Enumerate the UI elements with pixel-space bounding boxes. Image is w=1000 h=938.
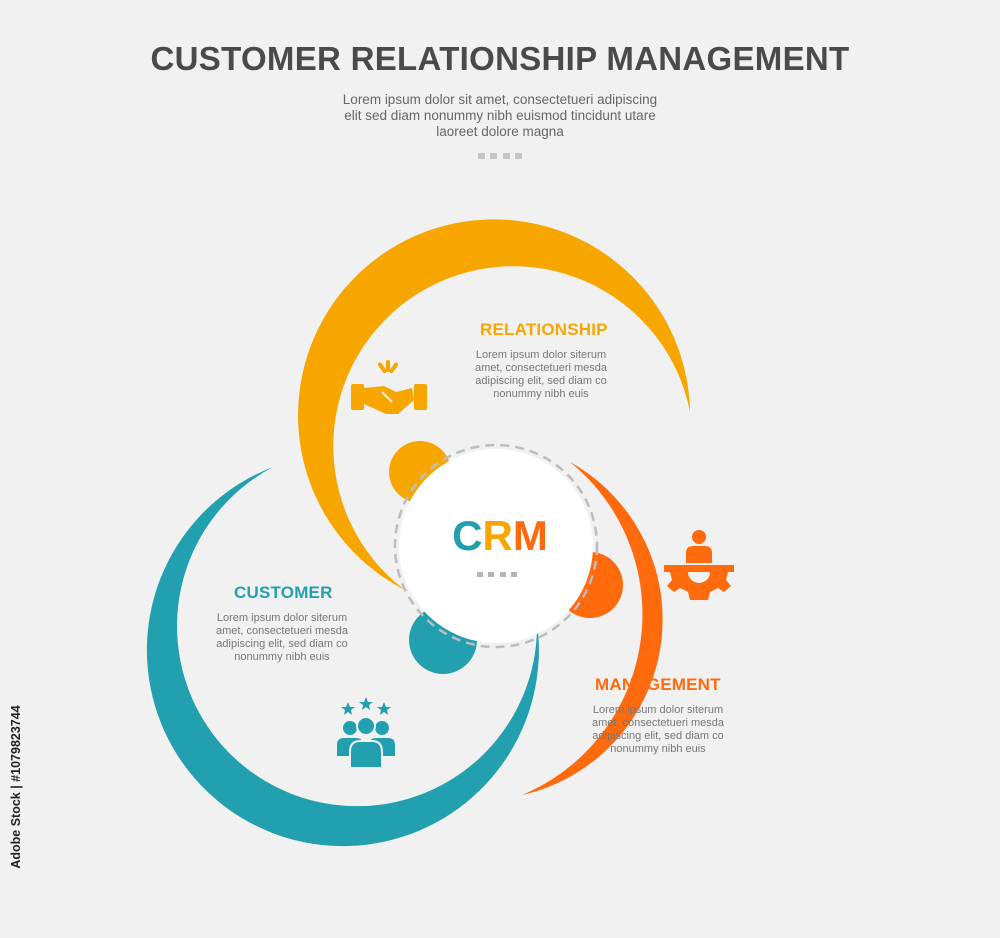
relationship-body-line: nonummy nibh euis bbox=[493, 388, 589, 400]
customer-body-line: nonummy nibh euis bbox=[234, 651, 330, 663]
customer-group-icon bbox=[337, 697, 395, 769]
customer-body-line: Lorem ipsum dolor siterum bbox=[216, 612, 348, 624]
relationship-body-line: adipiscing elit, sed diam co bbox=[475, 375, 607, 387]
management-title: MANAGEMENT bbox=[595, 675, 721, 694]
customer-body-line: amet, consectetueri mesda bbox=[215, 625, 349, 637]
crm-center-label: CRM bbox=[440, 512, 560, 560]
center-dashed-ring bbox=[393, 443, 599, 649]
management-body: Lorem ipsum dolor siterum amet, consecte… bbox=[583, 704, 733, 756]
relationship-body-line: amet, consectetueri mesda bbox=[474, 362, 608, 374]
relationship-body: Lorem ipsum dolor siterum amet, consecte… bbox=[466, 349, 616, 401]
manager-gear-icon bbox=[664, 530, 734, 600]
management-body-line: nonummy nibh euis bbox=[610, 743, 706, 755]
crm-letter-m: M bbox=[512, 512, 548, 559]
customer-title: CUSTOMER bbox=[234, 583, 333, 602]
customer-body-line: adipiscing elit, sed diam co bbox=[216, 638, 348, 650]
stock-watermark-text: Adobe Stock | #1079823744 bbox=[9, 705, 23, 869]
management-body-line: Lorem ipsum dolor siterum bbox=[592, 704, 724, 716]
handshake-icon bbox=[351, 360, 427, 414]
center-divider-dots bbox=[477, 572, 517, 577]
subtitle-line: laoreet dolore magna bbox=[436, 124, 564, 139]
customer-body: Lorem ipsum dolor siterum amet, consecte… bbox=[207, 612, 357, 664]
stock-watermark-label: Adobe Stock | #1079823744 bbox=[6, 690, 26, 890]
title-divider-dots bbox=[478, 153, 522, 159]
crm-letter-c: C bbox=[452, 512, 483, 559]
page-subtitle: Lorem ipsum dolor sit amet, consectetuer… bbox=[300, 92, 700, 140]
relationship-title: RELATIONSHIP bbox=[480, 320, 608, 339]
crm-letter-r: R bbox=[482, 512, 513, 559]
subtitle-line: Lorem ipsum dolor sit amet, consectetuer… bbox=[342, 92, 658, 107]
center-circle bbox=[399, 449, 593, 643]
management-body-line: amet, consectetueri mesda bbox=[591, 717, 725, 729]
management-arc bbox=[522, 462, 663, 795]
relationship-body-line: Lorem ipsum dolor siterum bbox=[475, 349, 607, 361]
page-title: CUSTOMER RELATIONSHIP MANAGEMENT bbox=[150, 40, 850, 77]
management-body-line: adipiscing elit, sed diam co bbox=[592, 730, 724, 742]
subtitle-line: elit sed diam nonummy nibh euismod tinci… bbox=[344, 108, 656, 123]
